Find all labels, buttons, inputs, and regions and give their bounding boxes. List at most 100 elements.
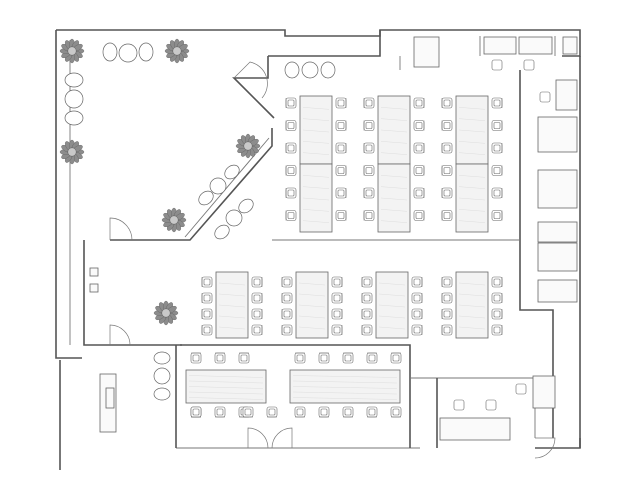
desk-chair bbox=[361, 292, 373, 304]
desk-chair bbox=[441, 187, 453, 199]
desk-chair bbox=[214, 406, 226, 418]
desk-chair bbox=[281, 324, 293, 336]
east-offices bbox=[89, 36, 578, 441]
lounge-chair bbox=[224, 164, 240, 180]
desk-chair bbox=[413, 187, 425, 199]
office-chair bbox=[491, 59, 503, 71]
desk-chair bbox=[441, 165, 453, 176]
potted-plant bbox=[153, 300, 179, 326]
desk-chair bbox=[363, 120, 375, 131]
lounge-chair bbox=[64, 110, 84, 126]
desk-chair bbox=[251, 292, 263, 304]
desk-chair bbox=[491, 276, 503, 288]
desk-chair bbox=[491, 165, 503, 176]
desk-chair bbox=[366, 406, 378, 418]
office-chair bbox=[515, 383, 527, 395]
lounge-chair bbox=[198, 190, 214, 206]
desk-chair bbox=[491, 210, 503, 221]
desk-table bbox=[295, 271, 329, 339]
desk-chair bbox=[413, 120, 425, 131]
lounge-chair bbox=[138, 42, 154, 62]
desk-table bbox=[377, 95, 411, 165]
potted-plant bbox=[59, 139, 85, 165]
desk-chair bbox=[361, 276, 373, 288]
desk-chair bbox=[251, 324, 263, 336]
desk-chair bbox=[441, 308, 453, 320]
desk-chair bbox=[242, 406, 254, 418]
desk-chair bbox=[441, 324, 453, 336]
desk-chair bbox=[190, 352, 202, 364]
desk-chair bbox=[285, 142, 297, 154]
desk-chair bbox=[411, 292, 423, 304]
desk-chair bbox=[281, 308, 293, 320]
desk-chair bbox=[190, 406, 202, 418]
desk-chair bbox=[441, 276, 453, 288]
potted-plant bbox=[164, 38, 190, 64]
potted-plant bbox=[161, 207, 187, 233]
desk-chair bbox=[294, 352, 306, 364]
doors bbox=[109, 61, 556, 459]
round-table bbox=[153, 367, 171, 385]
desk-chair bbox=[281, 276, 293, 288]
round-table bbox=[118, 43, 138, 63]
desk-table bbox=[185, 369, 267, 404]
desk-table bbox=[289, 369, 401, 404]
interior-walls bbox=[83, 30, 556, 448]
desk-chair bbox=[285, 97, 297, 109]
round-table bbox=[301, 61, 319, 79]
desk-chair bbox=[251, 276, 263, 288]
desk-table bbox=[299, 163, 333, 233]
desk-chair bbox=[441, 142, 453, 154]
desk-chair bbox=[251, 308, 263, 320]
desk-table bbox=[377, 163, 411, 233]
desk-chair bbox=[441, 97, 453, 109]
desk-chair bbox=[363, 97, 375, 109]
desk-chair bbox=[214, 352, 226, 364]
desk-chair bbox=[238, 352, 250, 364]
desk-chair bbox=[390, 352, 402, 364]
desk-chair bbox=[285, 120, 297, 131]
desk-chair bbox=[331, 276, 343, 288]
desk-chair bbox=[363, 165, 375, 176]
door-swing bbox=[233, 61, 268, 99]
desk-chair bbox=[335, 142, 347, 154]
door-swing bbox=[109, 324, 131, 346]
round-table bbox=[64, 89, 84, 109]
desk-chair bbox=[331, 324, 343, 336]
desk-chair bbox=[335, 97, 347, 109]
desk-chair bbox=[413, 97, 425, 109]
desk-chair bbox=[411, 308, 423, 320]
office-chair bbox=[485, 399, 497, 411]
desk-table bbox=[215, 271, 249, 339]
desk-chair bbox=[266, 406, 278, 418]
desk-chair bbox=[335, 187, 347, 199]
office-chair bbox=[523, 59, 535, 71]
desk-chair bbox=[411, 276, 423, 288]
lounge-chair bbox=[284, 61, 300, 79]
round-table bbox=[209, 177, 227, 195]
lounge-chair bbox=[320, 61, 336, 79]
potted-plant bbox=[59, 38, 85, 64]
desk-chair bbox=[441, 292, 453, 304]
desk-chair bbox=[491, 308, 503, 320]
office-chair bbox=[539, 91, 551, 103]
desk-chair bbox=[491, 142, 503, 154]
desk-chair bbox=[361, 324, 373, 336]
desk-chair bbox=[413, 210, 425, 221]
desk-chair bbox=[335, 165, 347, 176]
desk-chair bbox=[201, 308, 213, 320]
workstations bbox=[185, 95, 503, 418]
desk-chair bbox=[342, 406, 354, 418]
desk-chair bbox=[201, 292, 213, 304]
desk-chair bbox=[335, 210, 347, 221]
desk-chair bbox=[413, 142, 425, 154]
desk-chair bbox=[411, 324, 423, 336]
lounge-chair bbox=[238, 198, 254, 214]
desk-chair bbox=[342, 352, 354, 364]
desk-chair bbox=[491, 120, 503, 131]
door-swing bbox=[534, 437, 556, 459]
desk-chair bbox=[331, 292, 343, 304]
desk-chair bbox=[331, 308, 343, 320]
potted-plant bbox=[235, 133, 261, 159]
